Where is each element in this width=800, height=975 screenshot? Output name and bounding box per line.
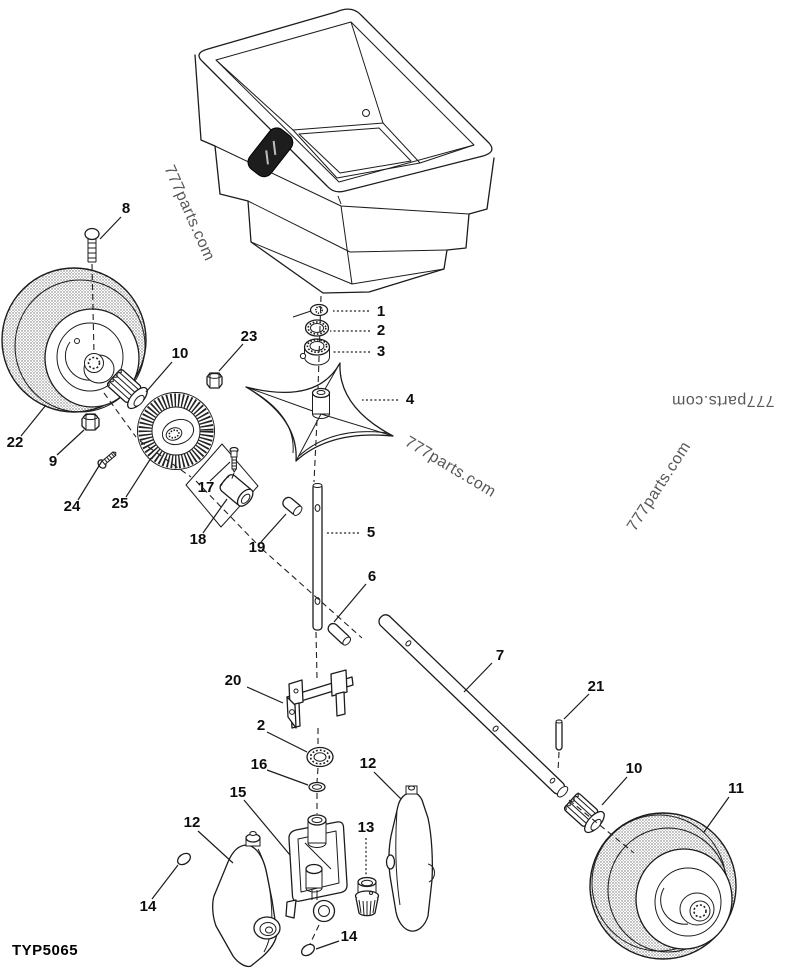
callout-label-22: 22 bbox=[7, 434, 24, 451]
shaft-5 bbox=[312, 483, 323, 631]
callout-label-11: 11 bbox=[728, 780, 744, 797]
callout-label-3: 3 bbox=[377, 343, 385, 360]
callout-label-19: 19 bbox=[249, 539, 266, 556]
frame-inner-cylinder bbox=[305, 863, 323, 900]
callout-leader-12 bbox=[197, 830, 234, 864]
brand-logo-patch bbox=[247, 127, 294, 178]
callout-leader-6 bbox=[333, 583, 367, 623]
callout-label-20: 20 bbox=[225, 672, 242, 689]
model-code: TYP5065 bbox=[12, 942, 78, 959]
watermark-2: 777parts.com bbox=[402, 433, 499, 501]
screw-24 bbox=[97, 451, 117, 469]
watermark-3: 777parts.com bbox=[672, 392, 775, 409]
pin-19 bbox=[282, 496, 303, 516]
callout-label-14: 14 bbox=[140, 898, 157, 915]
cover-12-right bbox=[385, 785, 435, 932]
callout-leader-7 bbox=[463, 662, 493, 693]
callout-leader-16 bbox=[266, 769, 309, 786]
callout-label-13: 13 bbox=[358, 819, 375, 836]
callout-leader-19 bbox=[260, 513, 287, 543]
washer-1 bbox=[292, 303, 329, 318]
callout-label-17: 17 bbox=[198, 479, 215, 496]
callout-leader-11 bbox=[703, 796, 730, 833]
callout-leader-23 bbox=[218, 343, 244, 372]
callout-leader-10 bbox=[145, 361, 173, 393]
o-ring-16 bbox=[308, 781, 326, 793]
callout-label-2: 2 bbox=[377, 322, 385, 339]
bushing-10-left bbox=[106, 368, 148, 410]
callout-leader-14 bbox=[151, 864, 179, 900]
cover-12-left bbox=[212, 831, 281, 968]
callout-label-23: 23 bbox=[241, 328, 258, 345]
callout-label-10: 10 bbox=[172, 345, 189, 362]
callout-label-9: 9 bbox=[49, 453, 57, 470]
nut-9 bbox=[81, 413, 100, 431]
callout-leader-2 bbox=[266, 731, 308, 753]
callout-leader-18 bbox=[202, 498, 228, 534]
bracket-20 bbox=[286, 669, 354, 729]
screw-17 bbox=[229, 446, 239, 473]
callout-label-1: 1 bbox=[377, 303, 385, 320]
callout-leader-14 bbox=[315, 940, 340, 950]
gearbox-frame-15 bbox=[285, 814, 348, 923]
cone-13 bbox=[354, 876, 380, 917]
callout-label-5: 5 bbox=[367, 524, 375, 541]
gear-25 bbox=[137, 392, 215, 470]
nut-23 bbox=[206, 372, 223, 389]
callout-label-12: 12 bbox=[184, 814, 201, 831]
pin-6 bbox=[327, 622, 352, 646]
callout-label-21: 21 bbox=[588, 678, 605, 695]
hopper bbox=[194, 8, 495, 294]
callout-label-10: 10 bbox=[626, 760, 643, 777]
assembly-axis-lines bbox=[91, 263, 635, 945]
callout-leader-20 bbox=[246, 686, 284, 704]
washer-2-lower bbox=[306, 746, 334, 768]
callout-label-7: 7 bbox=[496, 647, 504, 664]
callout-leader-22 bbox=[20, 404, 47, 437]
callout-label-24: 24 bbox=[64, 498, 81, 515]
callout-leader-24 bbox=[77, 460, 103, 501]
watermark-4: 777parts.com bbox=[624, 439, 694, 535]
watermarks: 777parts.com 777parts.com 777parts.com 777p… bbox=[160, 163, 774, 535]
callout-label-16: 16 bbox=[251, 756, 268, 773]
callout-label-25: 25 bbox=[112, 495, 129, 512]
bolt-8 bbox=[84, 227, 100, 263]
callout-label-12: 12 bbox=[360, 755, 377, 772]
frame-neck bbox=[307, 814, 327, 848]
callout-leader-8 bbox=[99, 216, 122, 240]
callout-leader-15 bbox=[243, 799, 291, 856]
callout-label-6: 6 bbox=[368, 568, 376, 585]
callout-label-4: 4 bbox=[406, 391, 415, 408]
pin-21 bbox=[555, 719, 563, 751]
impeller-4 bbox=[245, 362, 394, 462]
plug-14-left bbox=[176, 852, 192, 866]
collar-3 bbox=[299, 338, 331, 366]
callout-label-8: 8 bbox=[122, 200, 130, 217]
callout-leader-9 bbox=[56, 429, 85, 456]
wheel-right bbox=[589, 812, 737, 960]
callout-leader-12 bbox=[373, 771, 402, 800]
callout-label-14: 14 bbox=[341, 928, 358, 945]
callout-leader-21 bbox=[563, 693, 590, 720]
bearing-2 bbox=[304, 319, 330, 337]
axle-7 bbox=[378, 614, 569, 798]
callout-label-2: 2 bbox=[257, 717, 265, 734]
mount-plate bbox=[185, 443, 259, 528]
callout-leader-17 bbox=[209, 461, 231, 482]
watermark-1: 777parts.com bbox=[160, 163, 217, 264]
callout-leader-10 bbox=[601, 776, 628, 806]
callout-leader-25 bbox=[125, 457, 152, 498]
callout-label-15: 15 bbox=[230, 784, 247, 801]
plug-14-bottom bbox=[300, 943, 316, 957]
coupler-18 bbox=[219, 474, 254, 507]
callout-label-18: 18 bbox=[190, 531, 207, 548]
